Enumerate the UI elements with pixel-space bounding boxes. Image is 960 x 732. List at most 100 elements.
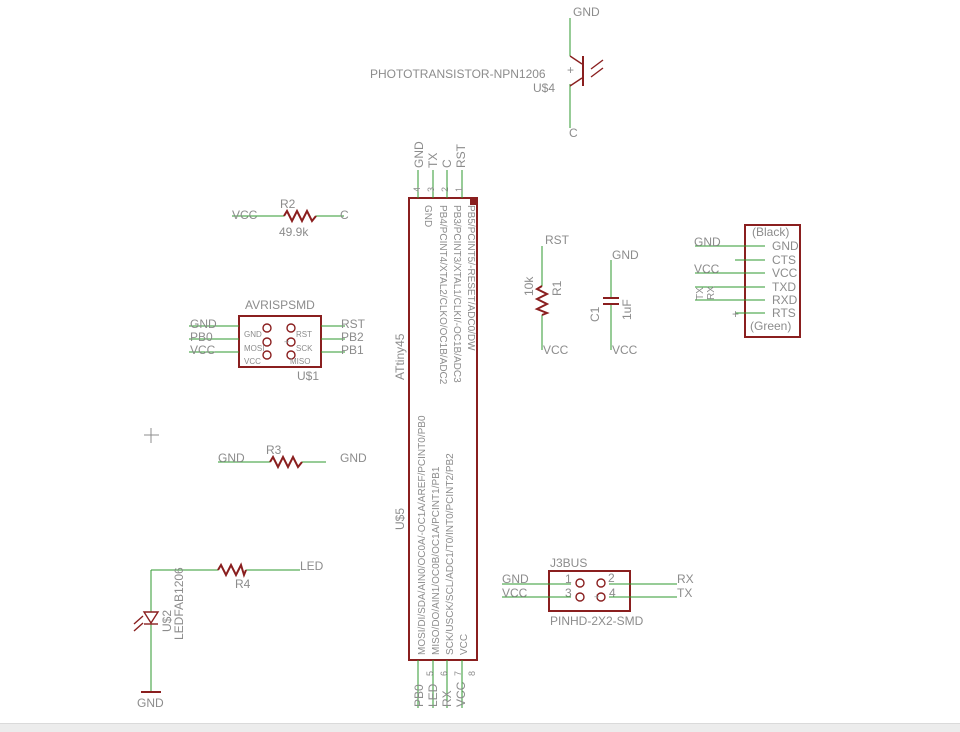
r4-ref: R4: [235, 577, 251, 591]
avrisp-name: AVRISPSMD: [245, 298, 315, 312]
phototransistor-net-top: GND: [573, 5, 600, 19]
avrisp-net: VCC: [190, 343, 216, 357]
ftdi-pin-label: RXD: [772, 293, 798, 307]
ftdi-pin-label: VCC: [772, 266, 798, 280]
attiny-ref: U$5: [393, 508, 407, 530]
r2-net-left: VCC: [232, 208, 258, 222]
header-pin-icon: [286, 350, 296, 360]
ftdi-pin-label: CTS: [772, 253, 796, 267]
attiny-pin-num: 8: [467, 671, 477, 676]
light-arrow-icon: [133, 615, 144, 625]
attiny-top-net: RST: [454, 143, 468, 168]
ftdi-bottom-label: (Green): [750, 319, 791, 333]
phototransistor-name: PHOTOTRANSISTOR-NPN1206: [370, 67, 546, 81]
phototransistor-plus: +: [567, 63, 574, 77]
attiny45-u5[interactable]: GND TX C RST 4 3 2 1 GND PB4/PCINT4/XTAL…: [393, 141, 478, 708]
attiny-pin-num: 5: [425, 671, 435, 676]
header-pin-icon: [596, 592, 606, 602]
avrisp-pin-label: SCK: [296, 344, 313, 353]
avrisp-header-u1[interactable]: AVRISPSMD U$1 GND MOSI VCC RST SCK MISO …: [189, 298, 366, 383]
led-diode-icon: [142, 611, 160, 625]
attiny-pin-function: MOSI/DI/SDA/AIN0/OC0A/-OC1A/AREF/PCINT0/…: [417, 415, 428, 655]
attiny-bottom-net: VCC: [454, 681, 468, 707]
j3-net: VCC: [502, 586, 528, 600]
avrisp-pin-label: MOSI: [244, 344, 264, 353]
status-strip: [0, 723, 960, 732]
resistor-zigzag-icon: [269, 454, 303, 470]
r1-value: 10k: [522, 276, 536, 296]
resistor-r3[interactable]: GND GND R3: [218, 443, 367, 470]
attiny-top-net: GND: [412, 141, 426, 168]
avrisp-net: RST: [341, 317, 366, 331]
header-pin-icon: [575, 578, 585, 588]
light-arrow-icon: [133, 622, 144, 632]
header-pin-icon: [262, 337, 272, 347]
attiny-pin-num: 7: [453, 671, 463, 676]
attiny-pin-function: MISO/DO/AIN1/OC0B/OC1A/PCINT1/PB1: [431, 466, 442, 655]
phototransistor-net-bottom: C: [569, 126, 578, 140]
led-net-bottom: GND: [137, 696, 164, 710]
phototransistor-emitter: [569, 77, 583, 87]
attiny-bottom-net: PB0: [412, 684, 426, 707]
avrisp-plus: +: [284, 337, 289, 347]
resistor-zigzag-icon: [534, 285, 550, 316]
r1-ref: R1: [550, 280, 564, 296]
j3-net: TX: [677, 586, 692, 600]
crosshair-cursor-icon: [144, 428, 159, 443]
resistor-r4[interactable]: R4 LED: [151, 559, 324, 591]
r2-ref: R2: [280, 197, 296, 211]
resistor-zigzag-icon: [217, 562, 247, 579]
attiny-pin-function: VCC: [459, 634, 470, 655]
led-ref: U$2: [160, 610, 174, 632]
r3-ref: R3: [266, 443, 282, 457]
avrisp-net: GND: [190, 317, 217, 331]
attiny-pin-num: 1: [454, 187, 464, 192]
resistor-r2[interactable]: VCC C R2 49.9k: [232, 197, 349, 239]
j3-pin-num: 1: [565, 572, 572, 586]
j3-package: PINHD-2X2-SMD: [550, 614, 644, 628]
ftdi-header[interactable]: (Black) (Green) GND CTS VCC TXD RXD RTS …: [694, 224, 801, 338]
header-pin-icon: [262, 323, 272, 333]
j3-body: [548, 570, 631, 612]
c1-net-bottom: VCC: [612, 343, 638, 357]
c1-value: 1uF: [620, 299, 634, 320]
j3-pin-num: 3: [565, 586, 572, 600]
attiny-pin-function: GND: [422, 205, 433, 227]
attiny-pin-function: SCK/USCK/SCL/ADC1/T0/INT0/PCINT2/PB2: [445, 453, 456, 655]
j3-pin-num: 4: [609, 586, 616, 600]
capacitor-c1[interactable]: GND VCC C1 1uF: [588, 248, 639, 357]
attiny-pin-num: 6: [439, 671, 449, 676]
avrisp-net: PB0: [190, 330, 213, 344]
ftdi-top-label: (Black): [752, 225, 789, 239]
attiny-pin-function: PB5/PCINT5/-RESET/ADC0/DW: [465, 205, 476, 351]
attiny-top-net: TX: [426, 153, 440, 168]
c1-net-top: GND: [612, 248, 639, 262]
ftdi-net: GND: [694, 235, 721, 249]
avrisp-pin-label: RST: [296, 330, 312, 339]
avrisp-net: PB1: [341, 343, 364, 357]
attiny-bottom-net: LED: [426, 683, 440, 707]
resistor-r1[interactable]: RST VCC 10k R1: [522, 233, 570, 357]
attiny-bottom-net: RX: [440, 690, 454, 707]
avrisp-pin-label: GND: [244, 330, 262, 339]
attiny-pin-function: PB3/PCINT3/XTAL1/CLKI/-OC1B/ADC3: [451, 205, 462, 383]
r2-net-right: C: [340, 208, 349, 222]
ftdi-pin-label: RTS: [772, 306, 796, 320]
j3-net: RX: [677, 572, 694, 586]
r3-net-left: GND: [218, 451, 245, 465]
header-pin-icon: [575, 592, 585, 602]
ftdi-net: VCC: [694, 262, 720, 276]
ftdi-net: TX: [695, 287, 706, 300]
j3bus-header[interactable]: J3BUS PINHD-2X2-SMD 1 2 3 4 + GND VCC RX…: [502, 556, 694, 628]
phototransistor-u4[interactable]: GND + PHOTOTRANSISTOR-NPN1206 U$4 C: [370, 5, 604, 140]
j3-plus: +: [594, 592, 599, 602]
j3-net: GND: [502, 572, 529, 586]
led-u2[interactable]: GND U$2 LEDFAB1206: [133, 567, 186, 710]
attiny-top-net: C: [440, 159, 454, 168]
ftdi-pin-label: TXD: [772, 280, 796, 294]
ftdi-net: RX: [706, 286, 717, 300]
resistor-zigzag-icon: [283, 208, 317, 224]
header-pin-icon: [262, 350, 272, 360]
header-pin-icon: [286, 337, 296, 347]
